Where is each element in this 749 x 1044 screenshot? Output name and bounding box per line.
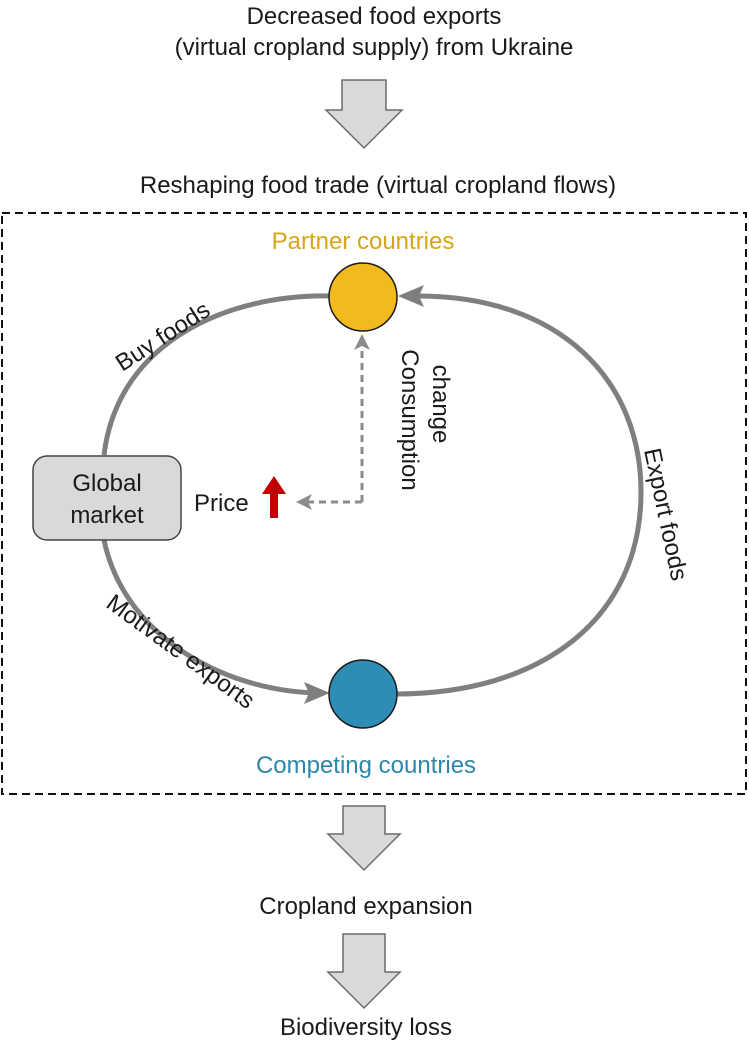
global-market-label-line2: market xyxy=(70,502,144,529)
block-arrow-down-3 xyxy=(326,933,402,1010)
reshaping-text: Reshaping food trade (virtual cropland f… xyxy=(140,172,616,199)
export-foods-label: Export foods xyxy=(638,446,692,583)
motivate-exports-arrowhead xyxy=(304,682,330,704)
buy-foods-flow xyxy=(101,293,331,456)
buy-foods-label: Buy foods xyxy=(111,296,215,377)
motivate-exports-flow xyxy=(101,539,323,696)
consumption-change-label-line1: Consumption xyxy=(396,349,423,490)
top-text-line1: Decreased food exports xyxy=(247,3,502,30)
block-arrow-down-1 xyxy=(324,79,404,150)
price-up-arrow-icon xyxy=(262,476,286,518)
consumption-change-label-line2: change xyxy=(427,365,454,444)
export-foods-flow xyxy=(395,293,644,697)
top-text-line2: (virtual cropland supply) from Ukraine xyxy=(175,34,574,61)
cropland-expansion-label: Cropland expansion xyxy=(259,893,472,920)
partner-countries-node xyxy=(328,262,398,332)
global-market-label-line1: Global xyxy=(72,470,141,497)
competing-countries-node xyxy=(328,659,398,729)
price-label: Price xyxy=(194,490,249,517)
dashed-frame xyxy=(1,212,747,795)
global-market-box xyxy=(32,455,182,541)
block-arrow-down-2 xyxy=(326,805,402,872)
export-foods-arrowhead xyxy=(398,285,424,307)
consumption-change-arrowhead-up xyxy=(354,334,370,350)
price-connector-arrowhead xyxy=(296,494,312,510)
biodiversity-loss-label: Biodiversity loss xyxy=(280,1014,452,1041)
competing-countries-label: Competing countries xyxy=(256,752,476,779)
partner-countries-label: Partner countries xyxy=(272,228,455,255)
motivate-exports-label: Motivate exports xyxy=(101,589,259,714)
